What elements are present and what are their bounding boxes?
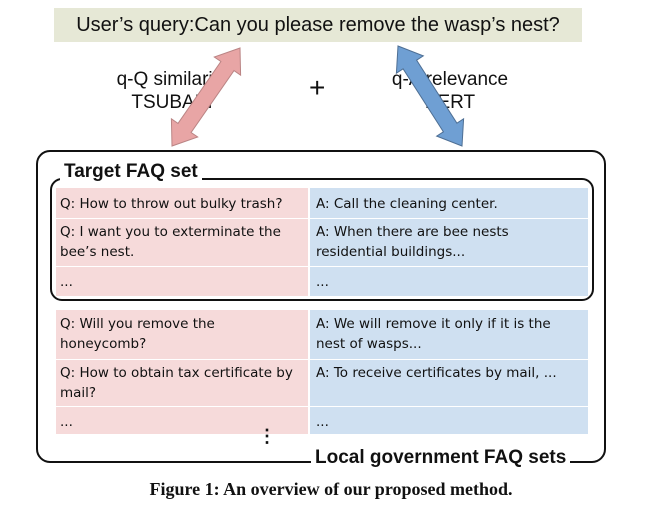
- target-row-divider: [56, 218, 588, 219]
- plus-sign: +: [309, 72, 326, 103]
- qq-double-arrow-icon: [170, 47, 242, 147]
- target-a-column: [310, 188, 588, 296]
- qq-similarity-line1: q-Q similarity: [116, 69, 228, 90]
- user-query-box: User’s query:Can you please remove the w…: [54, 8, 582, 42]
- target-q-column: [56, 188, 308, 296]
- target-row-2-answer: A: When there are bee nests residential …: [316, 224, 509, 260]
- target-row-3-answer: ...: [316, 274, 329, 290]
- figure-caption: Figure 1: An overview of our proposed me…: [149, 479, 513, 499]
- local-row-2-question: Q: How to obtain tax certificate by mail…: [60, 365, 293, 401]
- local-q-column: [56, 310, 308, 434]
- target-row-2-question: Q: I want you to exterminate the bee’s n…: [60, 224, 281, 260]
- qa-double-arrow-icon: [395, 45, 465, 147]
- local-row-3-question: ...: [60, 414, 73, 430]
- local-row-1-answer: A: We will remove it only if it is the n…: [316, 316, 551, 352]
- target-row-1-question: Q: How to throw out bulky trash?: [60, 196, 283, 212]
- target-row-3-question: ...: [60, 274, 73, 290]
- target-faq-frame: [50, 178, 594, 301]
- local-a-column: [310, 310, 588, 434]
- more-sets-ellipsis: ⋮: [258, 426, 276, 446]
- target-row-1-answer: A: Call the cleaning center.: [316, 196, 498, 212]
- local-row-3-answer: ...: [316, 414, 329, 430]
- target-row-divider: [56, 266, 588, 267]
- local-row-divider: [56, 406, 588, 407]
- local-row-1-question: Q: Will you remove the honeycomb?: [60, 316, 215, 352]
- local-row-2-answer: A: To receive certificates by mail, ...: [316, 365, 557, 381]
- target-faq-set-label: Target FAQ set: [60, 160, 202, 184]
- local-row-divider: [56, 359, 588, 360]
- local-government-faq-sets-label: Local government FAQ sets: [311, 446, 571, 470]
